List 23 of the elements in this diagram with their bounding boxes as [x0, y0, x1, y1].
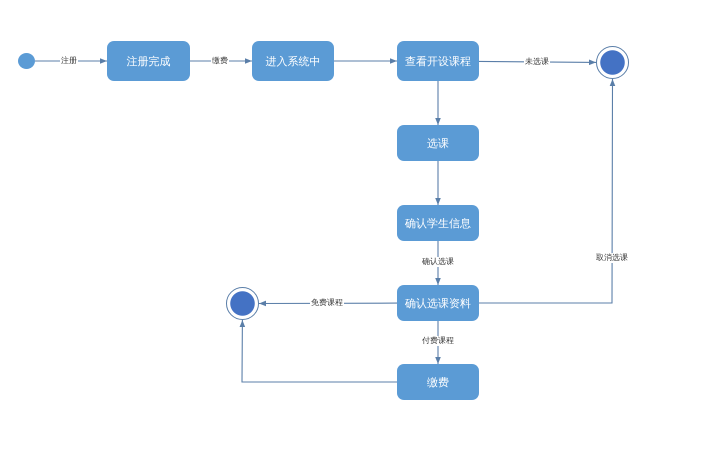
arrow [334, 58, 397, 64]
arrow [479, 79, 616, 304]
state-box: 确认选课资料 [397, 285, 479, 321]
state-box: 确认学生信息 [397, 205, 479, 241]
state-box: 进入系统中 [252, 41, 334, 81]
state-box: 选课 [397, 125, 479, 161]
edge-label: 注册 [60, 56, 78, 66]
start-state [18, 53, 35, 69]
state-box: 注册完成 [107, 41, 190, 81]
arrow [35, 58, 107, 64]
edge-label: 付费课程 [421, 336, 455, 346]
arrow [435, 161, 441, 205]
edge-label: 免费课程 [310, 298, 344, 308]
arrow [435, 81, 441, 125]
arrow [240, 320, 397, 383]
edge-label: 未选课 [524, 57, 550, 67]
state-box: 查看开设课程 [397, 41, 479, 81]
state-box: 缴费 [397, 364, 479, 400]
edge-label: 缴费 [211, 56, 229, 66]
end-state [226, 287, 259, 320]
edge-label: 取消选课 [595, 253, 629, 263]
edge-label: 确认选课 [421, 257, 455, 267]
end-state [596, 46, 629, 79]
